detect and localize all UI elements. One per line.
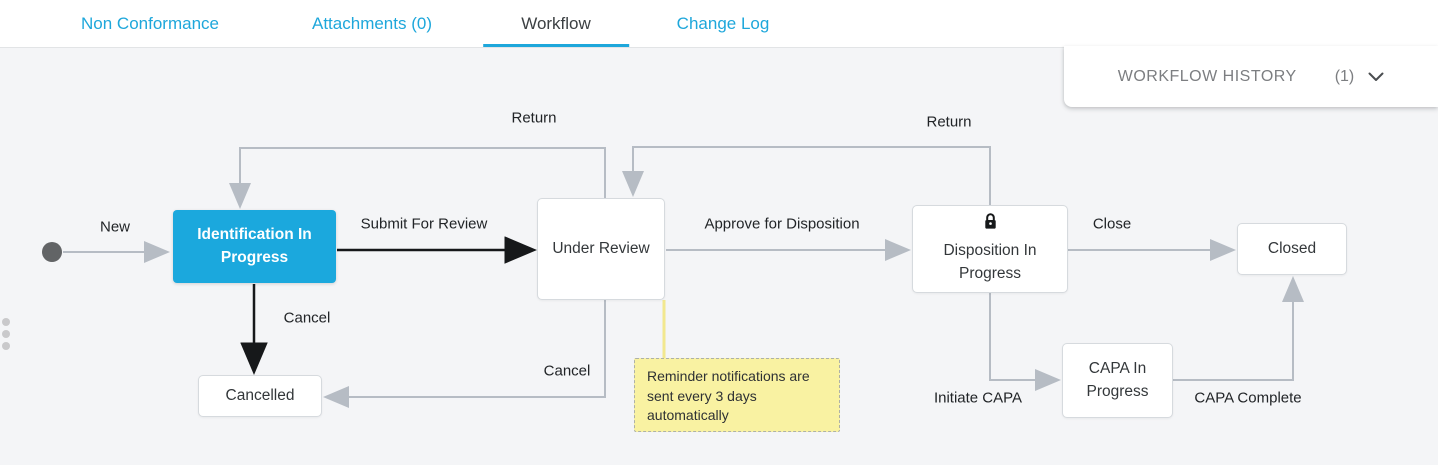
- node-closed[interactable]: Closed: [1237, 223, 1347, 275]
- start-node: [42, 242, 62, 262]
- chevron-down-icon[interactable]: [1368, 72, 1384, 82]
- edge-label-return-right: Return: [926, 113, 972, 131]
- drag-handle[interactable]: [2, 318, 10, 354]
- workflow-history-title: WORKFLOW HISTORY: [1117, 67, 1297, 85]
- tab-workflow[interactable]: Workflow: [483, 0, 629, 47]
- node-cancelled[interactable]: Cancelled: [198, 375, 322, 417]
- tab-non-conformance[interactable]: Non Conformance: [81, 14, 219, 33]
- node-label: Disposition In Progress: [943, 242, 1037, 282]
- edge-label-close: Close: [1092, 215, 1132, 233]
- drag-handle-dot: [2, 330, 10, 338]
- edge-label-return-left: Return: [511, 109, 557, 127]
- reminder-note: Reminder notifications are sent every 3 …: [634, 358, 840, 432]
- edge-label-approve-for-disposition: Approve for Disposition: [704, 215, 860, 233]
- workflow-history-header[interactable]: WORKFLOW HISTORY (1): [1064, 46, 1438, 107]
- edge-label-cancel-black: Cancel: [283, 309, 331, 327]
- node-identification-in-progress[interactable]: Identification In Progress: [173, 210, 336, 283]
- workflow-history-count: (1): [1334, 67, 1355, 85]
- lock-icon: [983, 213, 998, 237]
- edge-label-capa-complete: CAPA Complete: [1194, 389, 1302, 407]
- edge-label-submit-for-review: Submit For Review: [360, 215, 488, 233]
- edge-label-cancel-gray: Cancel: [543, 362, 591, 380]
- node-disposition-in-progress[interactable]: Disposition In Progress: [912, 205, 1068, 293]
- edge-label-new: New: [99, 218, 131, 236]
- node-under-review[interactable]: Under Review: [537, 198, 665, 300]
- drag-handle-dot: [2, 318, 10, 326]
- tab-attachments[interactable]: Attachments (0): [312, 14, 432, 33]
- node-capa-in-progress[interactable]: CAPA In Progress: [1062, 343, 1173, 418]
- drag-handle-dot: [2, 342, 10, 350]
- tab-change-log[interactable]: Change Log: [676, 14, 770, 33]
- edge-label-initiate-capa: Initiate CAPA: [933, 389, 1023, 407]
- tab-bar: Non Conformance Attachments (0) Workflow…: [0, 0, 1438, 48]
